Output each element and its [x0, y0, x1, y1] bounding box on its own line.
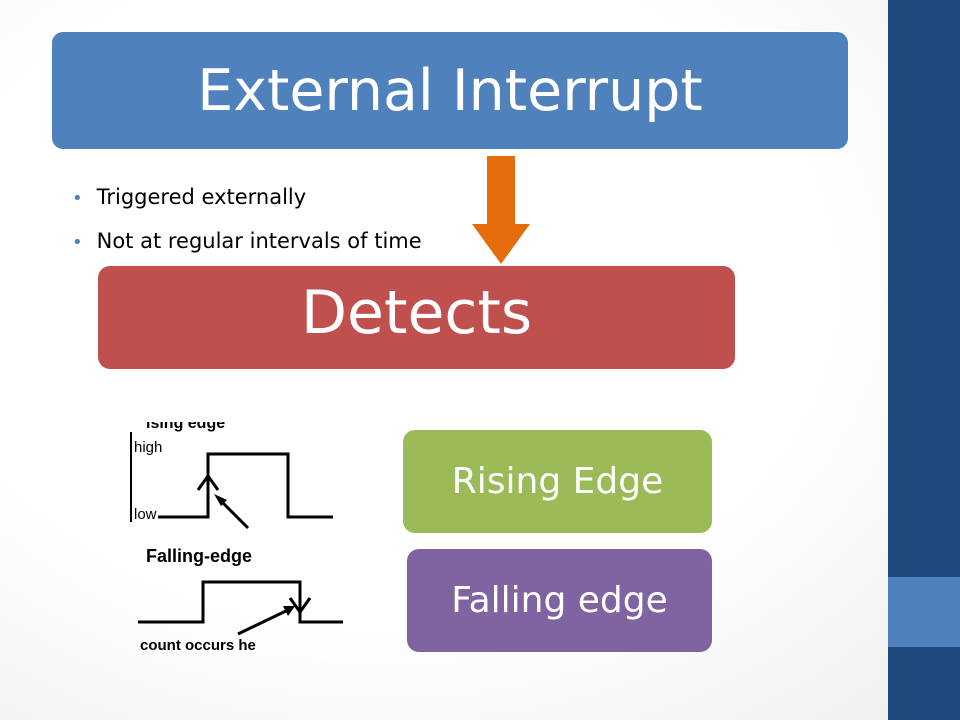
low-label: low [134, 506, 157, 523]
rising-edge-caption: ising edge [146, 422, 225, 432]
edge-signal-diagram: ising edge high low Falling-edge count o… [130, 422, 343, 654]
slide-title: External Interrupt [197, 57, 703, 124]
bullet-dot-icon: • [72, 188, 83, 209]
right-sidebar-accent [888, 577, 960, 647]
falling-edge-caption: Falling-edge [146, 546, 252, 566]
high-label: high [134, 439, 162, 456]
falling-edge-marker [288, 597, 312, 615]
pointer-arrow-icon [237, 608, 289, 636]
down-arrow-icon [472, 156, 530, 264]
pointer-arrow-icon [218, 498, 250, 530]
bullet-item: •Triggered externally [72, 185, 307, 209]
detects-label: Detects [300, 277, 533, 348]
falling-edge-label: Falling edge [451, 580, 668, 621]
bullet-item: •Not at regular intervals of time [72, 229, 422, 253]
rising-pulse-waveform [158, 452, 333, 519]
rising-edge-box: Rising Edge [403, 430, 712, 533]
rising-edge-label: Rising Edge [451, 461, 664, 502]
title-box: External Interrupt [51, 31, 849, 150]
bullet-list: •Triggered externally •Not at regular in… [72, 176, 422, 264]
detects-box: Detects [98, 266, 735, 369]
rising-edge-marker [196, 473, 220, 491]
bullet-dot-icon: • [72, 232, 83, 253]
falling-pulse-waveform [138, 580, 343, 624]
count-caption: count occurs he [140, 637, 256, 654]
falling-edge-box: Falling edge [407, 549, 712, 652]
